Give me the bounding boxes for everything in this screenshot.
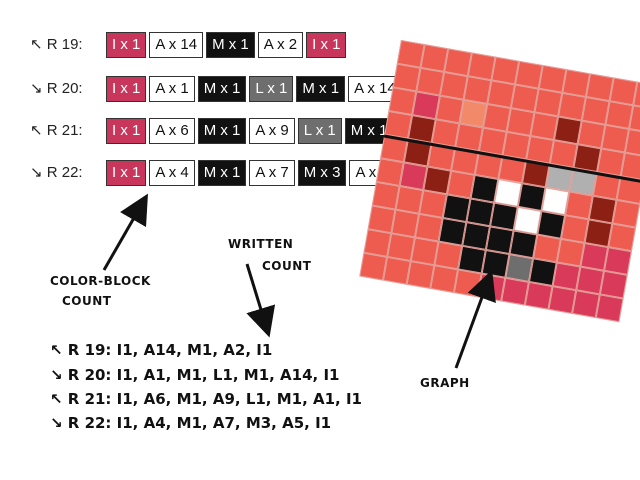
written-count-line: ↖ R 21: I1, A6, M1, A9, L1, M1, A1, I1 [50,390,362,408]
row-label: ↘ R 20: [30,80,83,97]
graph-arrow [454,269,496,369]
color-block: I x 1 [106,76,147,102]
color-block: M x 1 [206,32,255,58]
color-block: I x 1 [306,32,347,58]
color-block: L x 1 [297,118,342,144]
row-label: ↘ R 22: [30,164,83,181]
row-label: ↖ R 19: [30,36,83,53]
written-count-arrow [245,263,276,338]
color-block: A x 9 [249,118,295,144]
color-block: M x 1 [296,76,346,102]
color-block-count-label: COUNT [62,294,112,308]
color-block: A x 7 [249,160,295,186]
color-block: M x 1 [197,118,247,144]
color-block-label: COLOR-BLOCK [50,274,151,288]
written-count-line: ↘ R 20: I1, A1, M1, L1, M1, A14, I1 [50,366,340,384]
written-count-label: COUNT [262,259,312,273]
color-block: M x 1 [197,76,247,102]
color-block: M x 1 [197,160,247,186]
graph-label: GRAPH [420,376,470,390]
color-block: I x 1 [106,32,147,58]
color-block: A x 2 [257,32,304,58]
color-block: I x 1 [106,118,147,144]
color-block: M x 3 [297,160,347,186]
written-count-line: ↘ R 22: I1, A4, M1, A7, M3, A5, I1 [50,414,332,432]
color-block: I x 1 [106,160,147,186]
color-block: A x 1 [149,76,195,102]
row-label: ↖ R 21: [30,122,83,139]
color-block: A x 14 [149,32,204,58]
color-block-arrow [102,193,148,271]
color-block: A x 6 [149,118,195,144]
color-block: L x 1 [249,76,294,102]
color-block: A x 4 [149,160,195,186]
written-count-line: ↖ R 19: I1, A14, M1, A2, I1 [50,341,273,359]
written-label: WRITTEN [228,237,294,251]
